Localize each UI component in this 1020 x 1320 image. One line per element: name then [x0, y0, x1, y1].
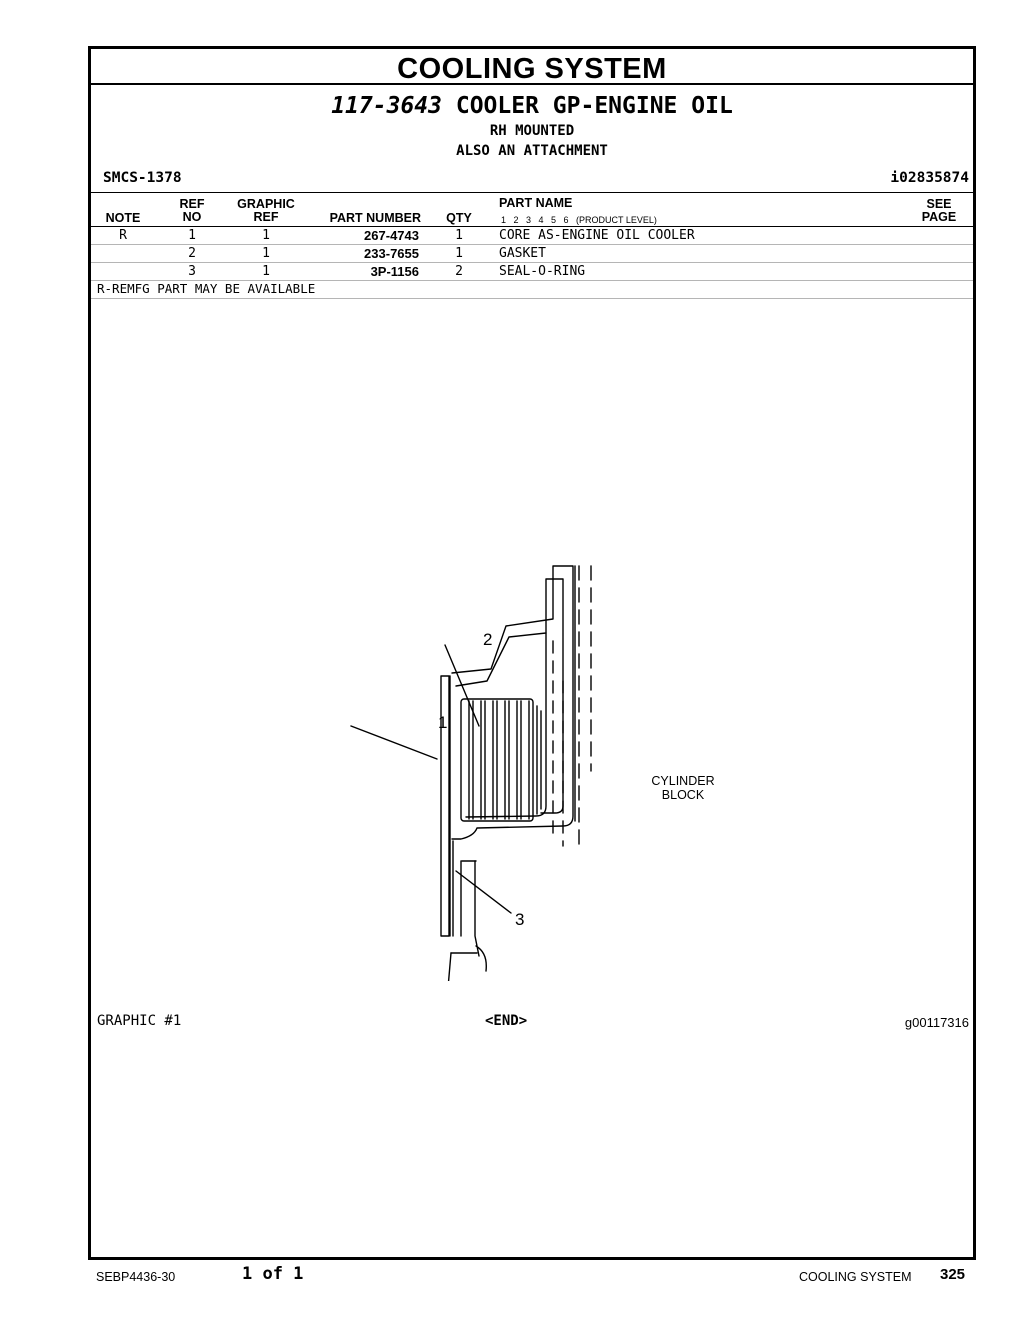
smcs-code: SMCS-1378: [103, 170, 182, 186]
footer-page-of: 1 of 1: [242, 1264, 304, 1284]
graphic-label: GRAPHIC #1: [97, 1013, 182, 1029]
callout-2: 2: [483, 630, 492, 649]
row-qty: 1: [455, 246, 463, 261]
cylinder-block-label-line2: BLOCK: [662, 788, 705, 802]
row-part-name: GASKET: [499, 246, 546, 261]
table-top-rule: [91, 192, 973, 193]
gasket-plate: [440, 675, 450, 937]
callout-1: 1: [438, 713, 447, 732]
document-id: i02835874: [890, 170, 969, 186]
row-divider: [91, 280, 973, 281]
header-see-page-line1: SEE: [926, 197, 952, 211]
graphic-number: g00117316: [904, 1015, 969, 1030]
row-graphic-ref: 1: [262, 246, 270, 261]
row-graphic-ref: 1: [262, 264, 270, 279]
housing-outline: [451, 565, 574, 840]
row-qty: 2: [455, 264, 463, 279]
oil-cooler-drawing: 2 1 3 CYLINDER BLOCK: [350, 565, 715, 981]
leader-1: [350, 725, 438, 760]
row-ref-no: 3: [188, 264, 196, 279]
subtitle-attachment: ALSO AN ATTACHMENT: [456, 143, 608, 159]
header-part-name: PART NAME: [499, 196, 573, 210]
header-graphic-ref-line1: GRAPHIC: [237, 197, 295, 211]
page-frame: COOLING SYSTEM 117-3643 COOLER GP-ENGINE…: [88, 46, 976, 1260]
cooler-core: [460, 698, 542, 822]
row-part-name: CORE AS-ENGINE OIL COOLER: [499, 228, 695, 243]
row-part-number[interactable]: 267-4743: [364, 228, 419, 243]
cylinder-block-label-line1: CYLINDER: [651, 774, 714, 788]
group-name: COOLER GP-ENGINE OIL: [455, 93, 733, 119]
group-number: 117-3643: [331, 93, 442, 119]
notes-divider: [91, 298, 973, 299]
header-see-page-line2: PAGE: [921, 210, 957, 224]
header-product-level: 1 2 3 4 5 6 (PRODUCT LEVEL): [501, 215, 657, 225]
callout-3: 3: [515, 910, 524, 929]
row-divider: [91, 262, 973, 263]
lower-bracket: [447, 840, 487, 981]
leader-2: [444, 644, 480, 727]
row-ref-no: 1: [188, 228, 196, 243]
header-qty: QTY: [446, 211, 472, 225]
subtitle-mounting: RH MOUNTED: [489, 123, 575, 139]
header-ref-no-line1: REF: [179, 197, 205, 211]
header-rule: [91, 226, 973, 227]
section-title: COOLING SYSTEM: [91, 49, 973, 85]
row-part-number[interactable]: 233-7655: [364, 246, 419, 261]
group-title: 117-3643 COOLER GP-ENGINE OIL: [91, 93, 973, 119]
header-graphic-ref: GRAPHIC REF: [225, 198, 307, 224]
row-note: R: [119, 228, 127, 243]
end-marker: <END>: [485, 1013, 528, 1029]
header-ref-no: REF NO: [167, 198, 217, 224]
leader-3: [455, 870, 512, 914]
row-qty: 1: [455, 228, 463, 243]
footer-doc-number: SEBP4436-30: [96, 1270, 176, 1284]
row-graphic-ref: 1: [262, 228, 270, 243]
header-see-page: SEE PAGE: [913, 198, 965, 224]
header-ref-no-line2: NO: [182, 210, 202, 224]
row-part-number[interactable]: 3P-1156: [370, 264, 419, 279]
footer-page-number: 325: [940, 1266, 966, 1283]
remanufactured-note: R-REMFG PART MAY BE AVAILABLE: [97, 281, 316, 296]
footer-section: COOLING SYSTEM: [799, 1270, 912, 1284]
row-ref-no: 2: [188, 246, 196, 261]
row-part-name: SEAL-O-RING: [499, 264, 586, 279]
header-graphic-ref-line2: REF: [253, 210, 279, 224]
cavity-line: [465, 632, 547, 818]
header-part-number: PART NUMBER: [329, 211, 421, 225]
header-note: NOTE: [105, 211, 141, 225]
row-divider: [91, 244, 973, 245]
